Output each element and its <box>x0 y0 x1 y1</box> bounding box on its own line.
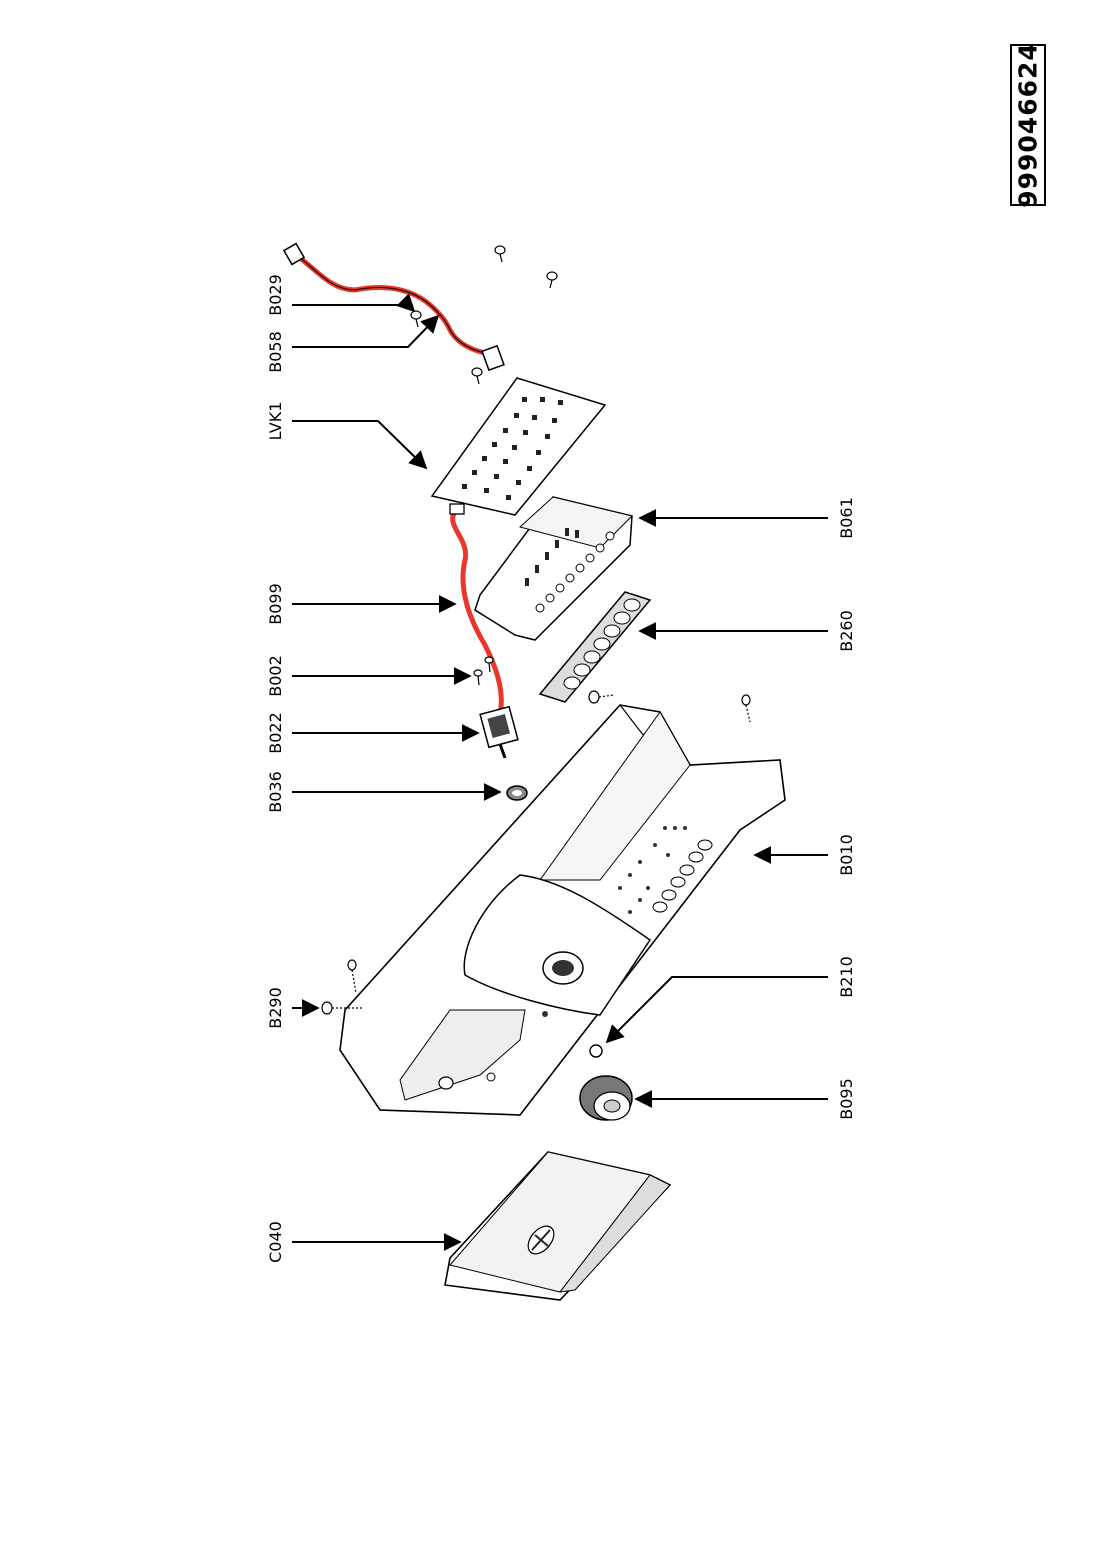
document-number-box: 999046624 <box>1010 42 1046 208</box>
leader-lines <box>292 293 828 1251</box>
callout-b260: B260 <box>837 610 856 652</box>
circuit-board-lvk1 <box>430 377 607 516</box>
callout-c040: C040 <box>266 1221 285 1263</box>
wire-harness-b029 <box>282 242 505 372</box>
callout-b210: B210 <box>837 956 856 998</box>
knob-b095 <box>579 1075 633 1121</box>
screws-mid <box>588 690 751 723</box>
callout-b010: B010 <box>837 834 856 876</box>
screws-top <box>410 245 558 385</box>
ring-b036 <box>506 785 528 801</box>
document-number: 999046624 <box>1013 42 1043 208</box>
screws-b290 <box>321 959 363 1015</box>
cover-c040 <box>444 1151 672 1301</box>
ring-b210 <box>589 1044 603 1058</box>
selector-switch-b022 <box>479 705 519 759</box>
callout-b036: B036 <box>266 771 285 813</box>
button-strip-b260 <box>538 591 652 703</box>
callout-lvk1: LVK1 <box>266 401 285 441</box>
callout-b061: B061 <box>837 497 856 539</box>
screws-b002 <box>473 656 494 686</box>
control-panel-b010 <box>339 704 786 1116</box>
callout-b095: B095 <box>837 1078 856 1120</box>
key-holder-b061 <box>474 496 633 641</box>
wire-b099 <box>449 503 504 716</box>
callout-b290: B290 <box>266 987 285 1029</box>
